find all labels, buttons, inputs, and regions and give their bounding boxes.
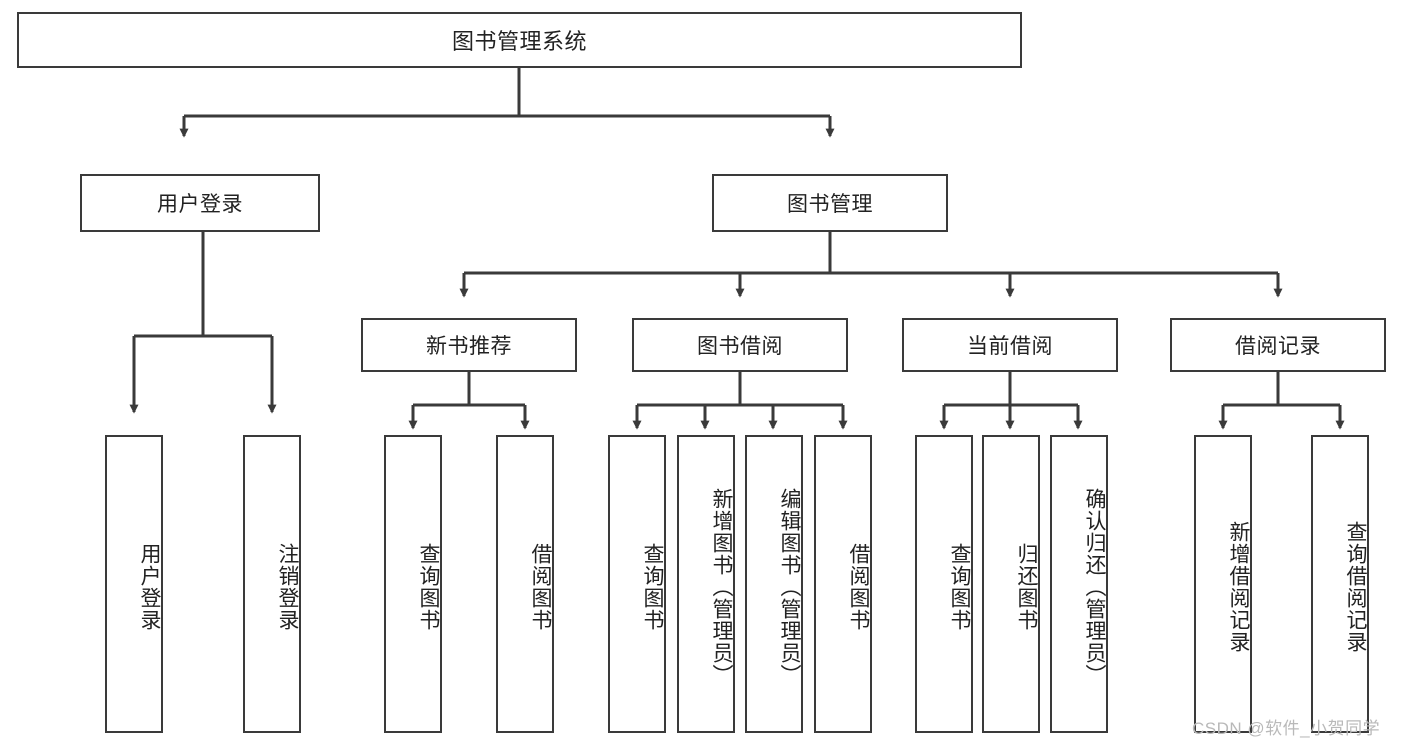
csdn-watermark: CSDN @软件_小贺同学 <box>1192 719 1381 738</box>
node-borrow-record[interactable]: 借阅记录 <box>1170 318 1386 372</box>
node-leaf-borrow-book-1[interactable]: 借阅图书 <box>496 435 554 733</box>
node-leaf-query-book-1[interactable]: 查询图书 <box>384 435 442 733</box>
node-new-book-recommend[interactable]: 新书推荐 <box>361 318 577 372</box>
node-label: 归还图书 <box>1015 543 1038 631</box>
node-leaf-add-book-admin[interactable]: 新增图书（管理员） <box>677 435 735 733</box>
node-leaf-user-login[interactable]: 用户登录 <box>105 435 163 733</box>
node-root-book-management-system[interactable]: 图书管理系统 <box>17 12 1022 68</box>
node-label: 注销登录 <box>276 543 299 631</box>
node-leaf-return-book[interactable]: 归还图书 <box>982 435 1040 733</box>
node-label: 借阅图书 <box>529 543 552 631</box>
node-current-borrow[interactable]: 当前借阅 <box>902 318 1118 372</box>
node-leaf-query-borrow-record[interactable]: 查询借阅记录 <box>1311 435 1369 733</box>
node-leaf-borrow-book-2[interactable]: 借阅图书 <box>814 435 872 733</box>
node-label: 新增图书（管理员） <box>710 488 733 686</box>
node-leaf-query-book-2[interactable]: 查询图书 <box>608 435 666 733</box>
node-label: 查询图书 <box>417 543 440 631</box>
node-label: 新增借阅记录 <box>1227 521 1250 653</box>
node-leaf-add-borrow-record[interactable]: 新增借阅记录 <box>1194 435 1252 733</box>
node-label: 编辑图书（管理员） <box>778 488 801 686</box>
node-book-management[interactable]: 图书管理 <box>712 174 948 232</box>
node-label: 查询图书 <box>948 543 971 631</box>
node-leaf-edit-book-admin[interactable]: 编辑图书（管理员） <box>745 435 803 733</box>
node-leaf-logout-login[interactable]: 注销登录 <box>243 435 301 733</box>
node-leaf-query-book-3[interactable]: 查询图书 <box>915 435 973 733</box>
node-label: 查询图书 <box>641 543 664 631</box>
node-label: 确认归还（管理员） <box>1083 488 1106 686</box>
node-leaf-confirm-return-admin[interactable]: 确认归还（管理员） <box>1050 435 1108 733</box>
node-label: 借阅图书 <box>847 543 870 631</box>
node-book-borrow[interactable]: 图书借阅 <box>632 318 848 372</box>
node-label: 用户登录 <box>138 543 161 631</box>
node-label: 查询借阅记录 <box>1344 521 1367 653</box>
node-user-login[interactable]: 用户登录 <box>80 174 320 232</box>
